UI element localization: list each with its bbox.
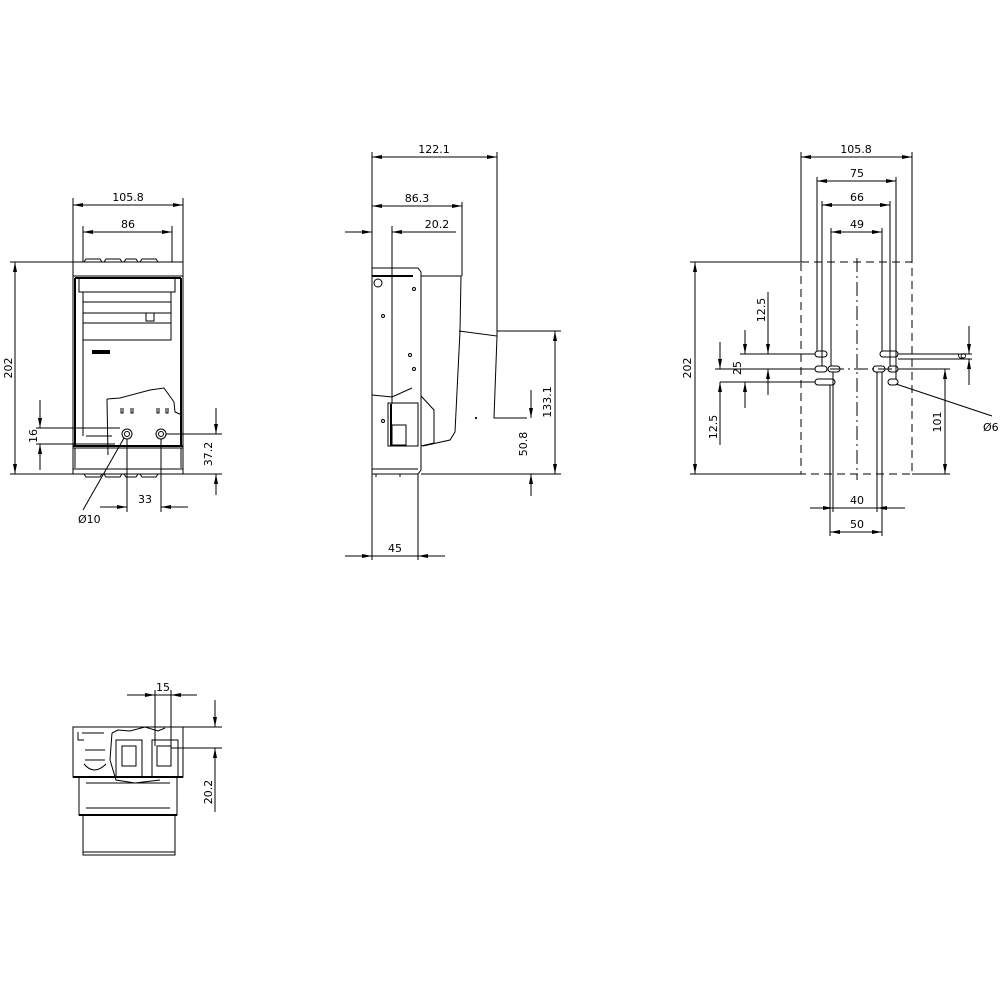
dim-mount-width-49: 49 [850,218,864,231]
dim-front-width-inner: 86 [121,218,135,231]
mounting-dimensions: 105.8 75 66 49 202 12.5 25 [681,143,999,536]
dim-mount-height: 202 [681,358,694,379]
front-view-body [72,258,184,478]
dim-mount-width-75: 75 [850,167,864,180]
switch-icon [145,312,155,322]
dim-terminal-depth: 20.2 [202,780,215,805]
bottom-view-body [72,726,184,856]
dim-terminal-height: 37.2 [202,442,215,467]
slot-icon [827,365,841,373]
dim-mount-width-overall: 105.8 [840,143,872,156]
dim-terminal-offset: 16 [27,429,40,443]
bottom-view: 15 20.2 [72,681,222,856]
bottom-dimensions: 15 20.2 [127,681,222,812]
dim-depth-base: 45 [388,542,402,555]
dim-terminal-width: 15 [156,681,170,694]
dim-slot-spacing-bottom: 12.5 [707,415,720,440]
dim-depth-overall: 122.1 [418,143,450,156]
slot-icon [814,365,828,373]
dim-depth-front: 20.2 [425,218,450,231]
dim-front-width-overall: 105.8 [112,191,144,204]
dim-height-lower: 50.8 [517,432,530,457]
slot-icon [879,350,899,358]
dim-mount-hole-diameter: Ø6 [983,421,999,434]
side-view: 122.1 86.3 20.2 133.1 50.8 45 [345,143,561,560]
dim-terminal-pitch: 33 [138,493,152,506]
front-dimensions: 105.8 86 202 16 37.2 33 Ø10 [2,191,222,526]
slot-icon [814,378,836,386]
side-dimensions: 122.1 86.3 20.2 133.1 50.8 45 [345,143,561,560]
dim-depth-handle: 86.3 [405,192,430,205]
dim-slot-offset-right: 6 [956,353,969,360]
mounting-view: 105.8 75 66 49 202 12.5 25 [681,143,999,536]
dim-front-height: 202 [2,358,15,379]
dim-slot-spacing-50: 50 [850,518,864,531]
dim-center-height: 101 [931,412,944,433]
dim-hole-diameter: Ø10 [78,513,101,526]
dim-mount-width-66: 66 [850,191,864,204]
dim-slot-spacing-top: 12.5 [755,298,768,323]
side-view-body [371,267,527,477]
slot-icon [872,365,886,373]
slot-icon [814,350,828,358]
dim-slot-spacing-total: 25 [731,361,744,375]
mounting-slots [814,350,899,386]
dim-slot-spacing-40: 40 [850,494,864,507]
terminal-hole-icon [121,428,133,440]
dim-height-handle: 133.1 [541,386,554,418]
terminal-hole-icon [155,428,167,440]
front-view: 105.8 86 202 16 37.2 33 Ø10 [2,191,222,526]
label-plate [92,350,110,354]
slot-icon [887,378,899,386]
